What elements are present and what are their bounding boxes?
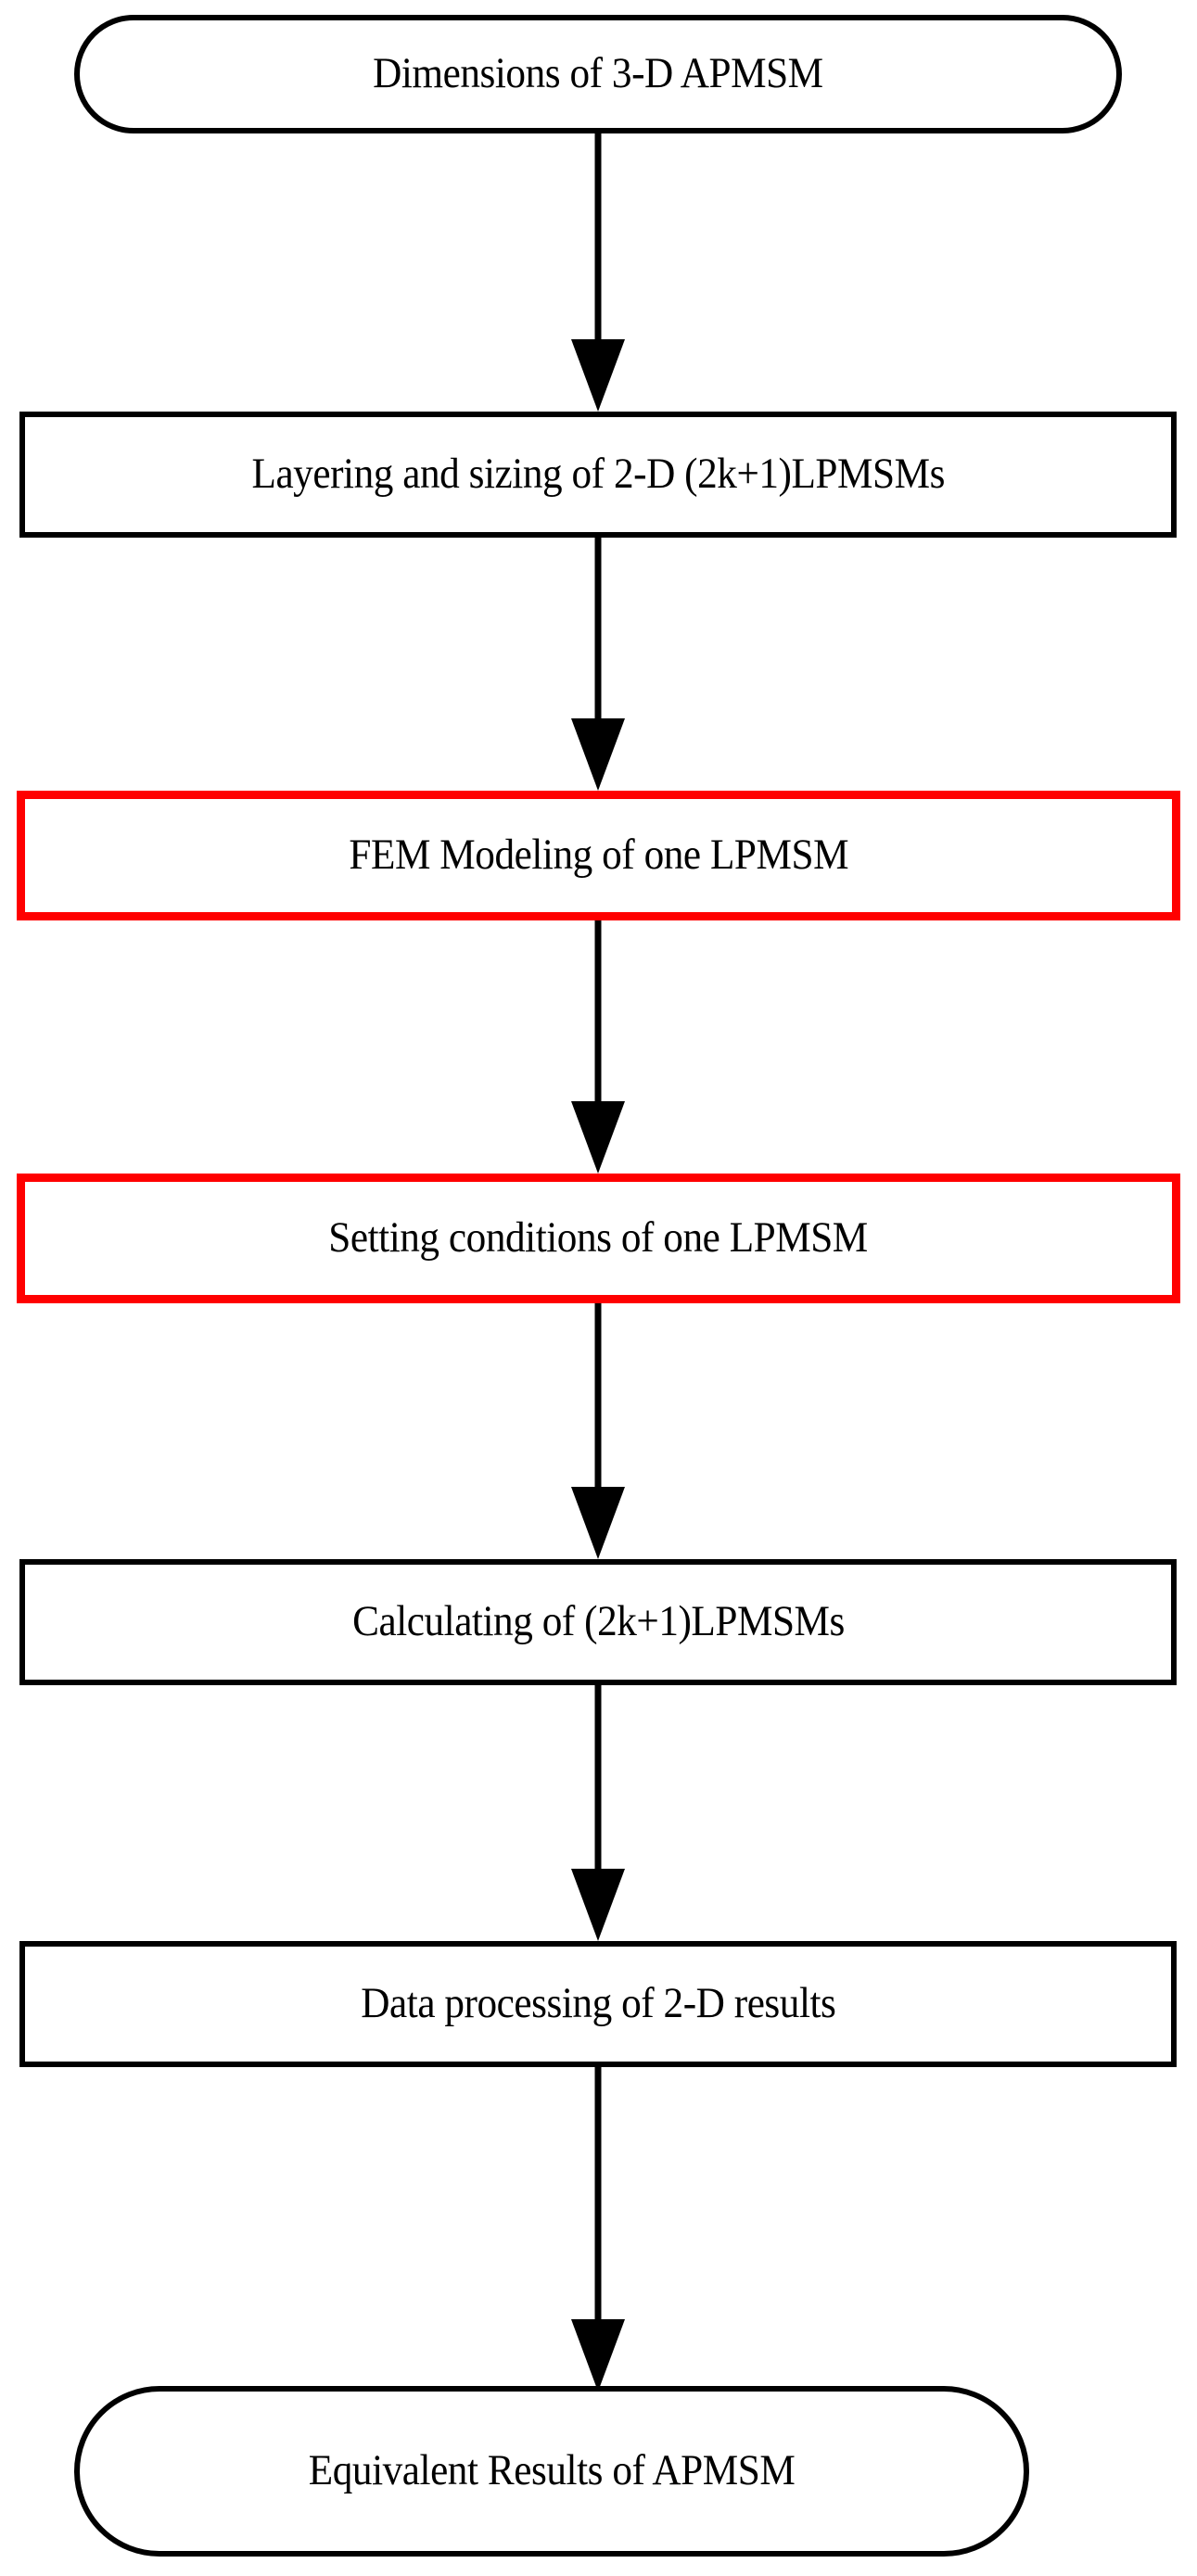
flow-node-label: Dimensions of 3-D APMSM: [373, 49, 823, 98]
flow-node-label: Calculating of (2k+1)LPMSMs: [351, 1597, 845, 1646]
arrow-n1-n2: [571, 133, 625, 412]
arrow-n3-n4: [571, 920, 625, 1174]
flow-node-layering-sizing[interactable]: Layering and sizing of 2-D (2k+1)LPMSMs: [19, 412, 1177, 538]
arrow-n6-n7: [571, 2067, 625, 2392]
flow-node-setting-conditions[interactable]: Setting conditions of one LPMSM: [17, 1174, 1180, 1303]
arrow-n5-n6: [571, 1685, 625, 1941]
flow-node-label: FEM Modeling of one LPMSM: [349, 831, 848, 880]
flow-node-calculating[interactable]: Calculating of (2k+1)LPMSMs: [19, 1559, 1177, 1685]
flow-node-label: Data processing of 2-D results: [360, 1979, 836, 2028]
arrow-n2-n3: [571, 538, 625, 791]
flow-node-label: Layering and sizing of 2-D (2k+1)LPMSMs: [251, 450, 945, 499]
flow-node-fem-modeling[interactable]: FEM Modeling of one LPMSM: [17, 791, 1180, 920]
flow-node-data-processing[interactable]: Data processing of 2-D results: [19, 1941, 1177, 2067]
flow-node-start-dimensions[interactable]: Dimensions of 3-D APMSM: [74, 15, 1122, 133]
flow-node-end-equivalent-results[interactable]: Equivalent Results of APMSM: [74, 2386, 1029, 2557]
flow-node-label: Equivalent Results of APMSM: [308, 2446, 796, 2495]
flow-node-label: Setting conditions of one LPMSM: [328, 1213, 869, 1263]
arrow-n4-n5: [571, 1303, 625, 1559]
